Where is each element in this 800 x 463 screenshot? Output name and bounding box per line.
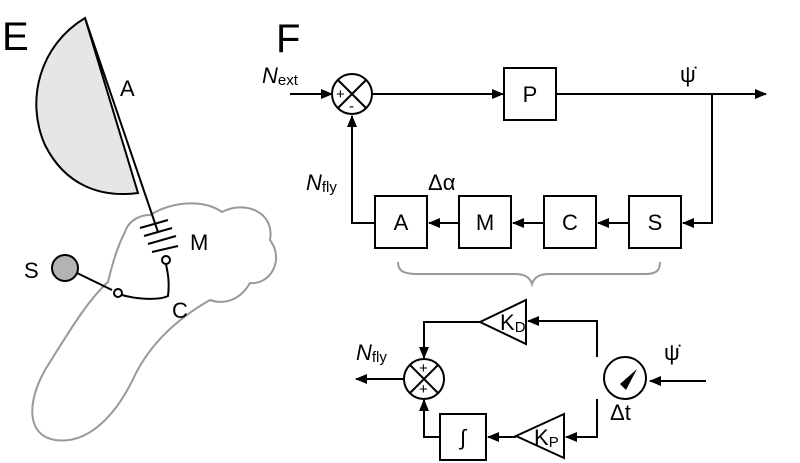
node-left (113, 288, 123, 298)
sum-junction-bottom: + + (403, 358, 445, 400)
wing-label: A (120, 76, 135, 101)
plant-block-label: P (523, 82, 538, 107)
gauge-needle-icon (620, 369, 637, 390)
block-a (374, 195, 428, 249)
muscle-label: M (190, 230, 208, 255)
sum-top-plus: + (336, 86, 345, 103)
wing (35, 16, 140, 195)
n-fly-label-top: Nfly (306, 170, 337, 196)
panel-e-label: E (2, 15, 29, 59)
delay-gauge-icon (603, 356, 647, 400)
line-to-kp (565, 399, 598, 442)
kd-to-sum (419, 321, 480, 359)
sensor-label: S (24, 258, 39, 283)
panel-e: E A M S C (2, 15, 277, 442)
gain-kd-label: KD (500, 310, 526, 336)
circuit-wire (121, 263, 170, 300)
wing-hinge-line (84, 17, 159, 233)
n-fly-label-bottom: Nfly (356, 340, 387, 366)
gain-kp (513, 412, 565, 460)
line-to-kd (527, 316, 598, 357)
sensor-icon (51, 254, 79, 282)
sensor-wire (76, 272, 113, 291)
block-c-label: C (562, 210, 578, 235)
panel-f: F Next + - P ψ̇ A M C (262, 17, 767, 461)
delta-alpha-label: Δα (428, 170, 456, 195)
controller-diagram: ψ̇ Δt KD KP ∫ (355, 298, 706, 461)
block-a-label: A (394, 210, 409, 235)
psi-dot-top: ψ̇ (680, 62, 697, 87)
sum-junction-top: + - (331, 73, 373, 115)
n-fly-feedback-line (347, 115, 375, 224)
block-s-label: S (648, 210, 663, 235)
gain-kp-label: KP (534, 425, 559, 451)
panel-f-label: F (276, 17, 300, 61)
sum-bottom-plus-top: + (419, 360, 428, 377)
n-ext-label: Next (262, 63, 299, 89)
block-m-label: M (476, 210, 494, 235)
psi-dot-bottom: ψ̇ (664, 340, 681, 365)
muscle-icon (139, 219, 179, 253)
circuit-label: C (172, 298, 188, 323)
integrator-symbol: ∫ (458, 425, 468, 450)
fly-body-outline (31, 202, 277, 442)
feedback-down-line (682, 94, 713, 228)
sum-top-minus: - (349, 98, 354, 115)
node-right (161, 255, 171, 265)
loop-blocks: A M C S (374, 195, 682, 249)
sum-bottom-plus-bottom: + (419, 381, 428, 398)
gain-kd (477, 298, 527, 346)
integrator-to-sum (419, 399, 440, 438)
delay-label: Δt (610, 400, 631, 425)
grouping-brace (397, 261, 661, 288)
